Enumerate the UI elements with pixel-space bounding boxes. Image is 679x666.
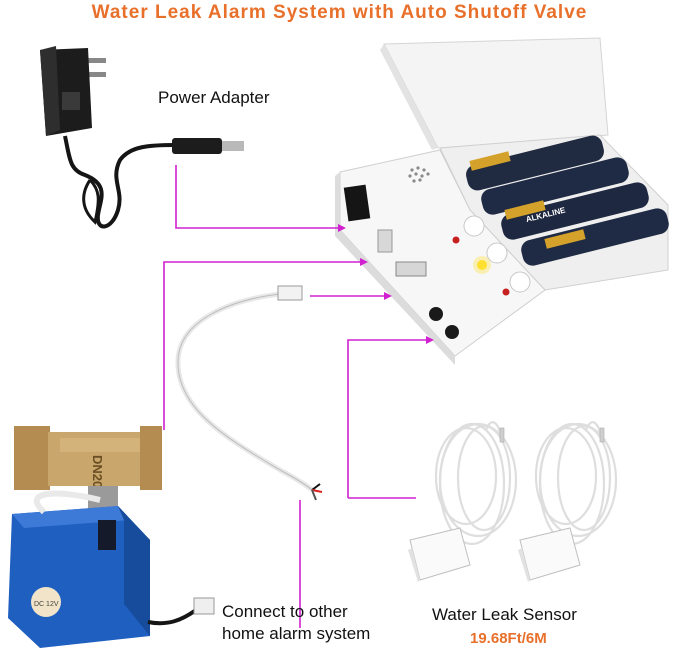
controller-box-image: ALKALINE — [335, 37, 669, 365]
page-title: Water Leak Alarm System with Auto Shutof… — [91, 2, 588, 23]
connector-lines — [163, 165, 434, 628]
connect-alarm-label-line1: Connect to other — [222, 602, 348, 621]
water-leak-sensor-label: Water Leak Sensor — [432, 605, 577, 624]
connect-alarm-label-line2: home alarm system — [222, 624, 371, 643]
power-adapter-image — [40, 46, 244, 229]
svg-text:DN20: DN20 — [90, 455, 105, 488]
water-leak-sensors-image — [408, 421, 618, 582]
svg-text:DC 12V: DC 12V — [34, 601, 59, 608]
shutoff-valve-image: DN20 DC 12V — [8, 426, 215, 648]
connect-alarm-label: Connect to other home alarm system — [222, 601, 370, 645]
alarm-wire-image — [175, 285, 323, 501]
power-adapter-label: Power Adapter — [158, 88, 270, 107]
sensor-length-label: 19.68Ft/6M — [470, 630, 547, 647]
